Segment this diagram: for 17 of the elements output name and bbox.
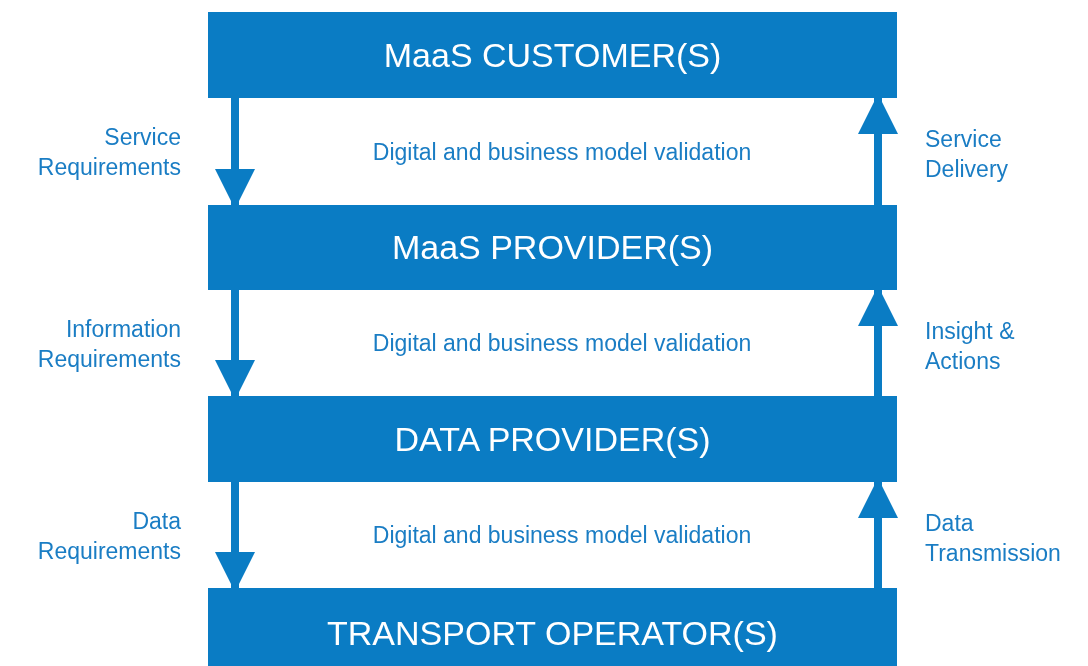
edge-label: Information Requirements bbox=[36, 315, 181, 374]
layer-box bbox=[208, 588, 897, 666]
layer-title: TRANSPORT OPERATOR(S) bbox=[327, 613, 778, 653]
validation-note: Digital and business model validation bbox=[371, 522, 753, 549]
edge-label: Service Requirements bbox=[36, 123, 181, 182]
layer-box bbox=[208, 12, 897, 98]
layer-title: MaaS CUSTOMER(S) bbox=[383, 35, 722, 75]
layer-box bbox=[208, 205, 897, 290]
edge-label: Data Requirements bbox=[36, 507, 181, 566]
edge-label: Data Transmission bbox=[925, 509, 1062, 568]
layer-title: MaaS PROVIDER(S) bbox=[391, 228, 714, 267]
validation-note: Digital and business model validation bbox=[371, 330, 753, 357]
layer-title: DATA PROVIDER(S) bbox=[394, 419, 711, 459]
validation-note: Digital and business model validation bbox=[371, 139, 753, 166]
layer-box bbox=[208, 396, 897, 482]
edge-label: Insight & Actions bbox=[925, 317, 1016, 376]
edge-label: Service Delivery bbox=[925, 125, 1010, 184]
